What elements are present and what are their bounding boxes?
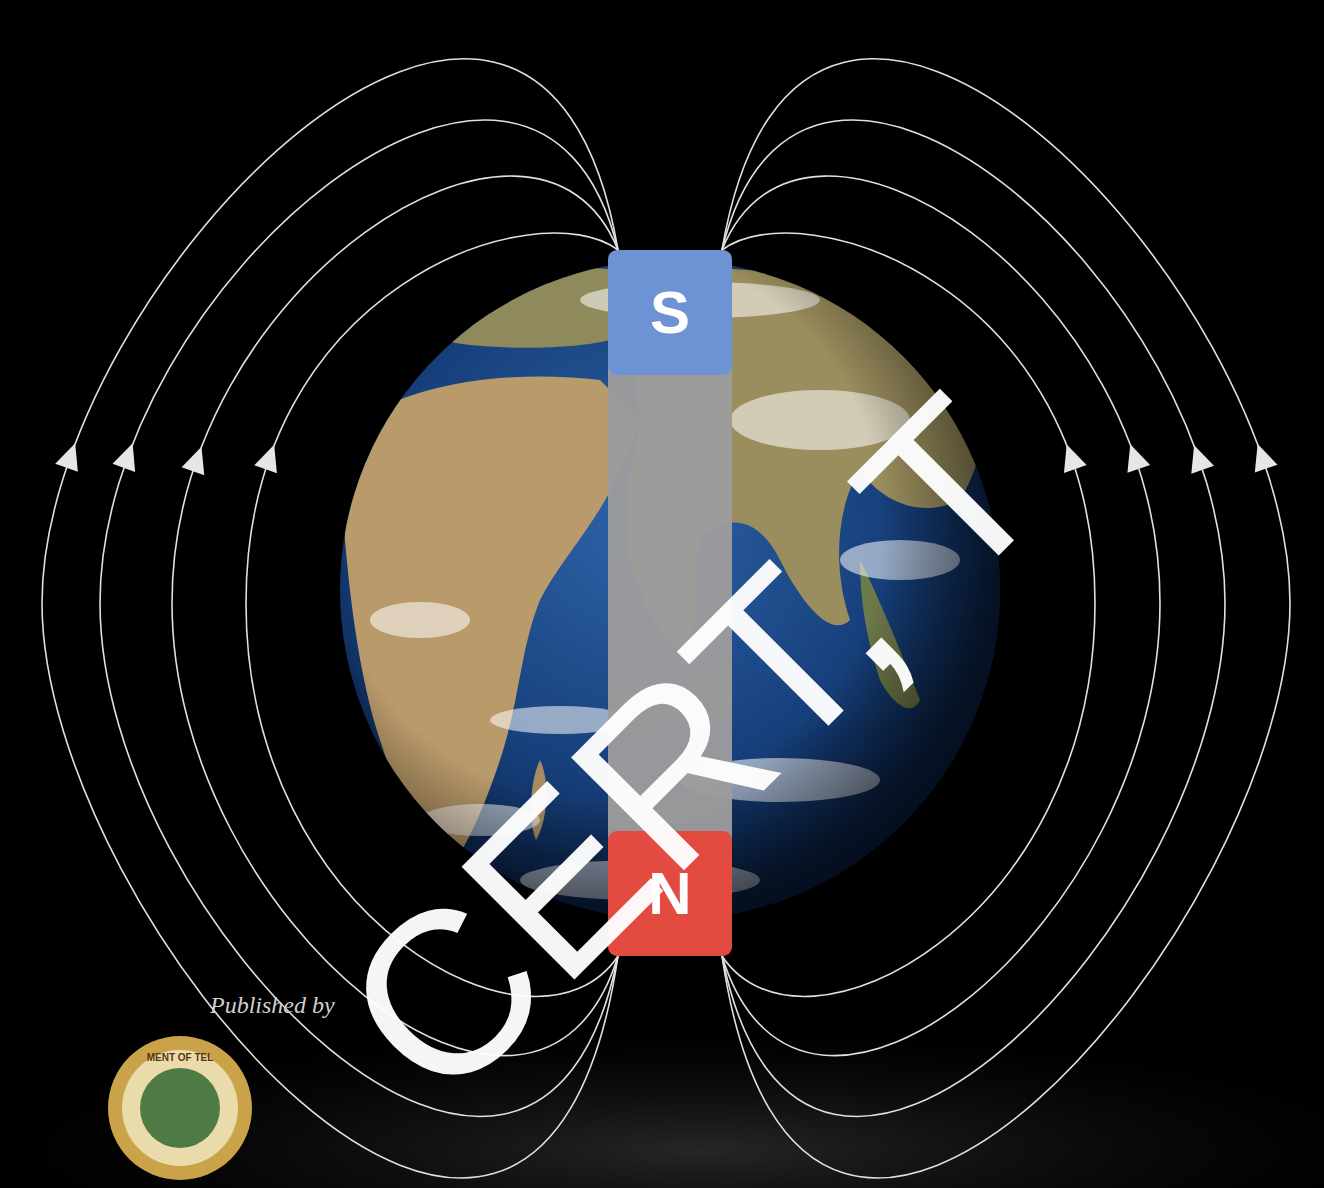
field-arrowhead [1127,444,1150,472]
field-arrowhead [182,447,205,475]
watermark: CERT, T [304,359,1082,1137]
field-arrowhead [55,443,78,472]
publisher-note: Published by [210,992,335,1019]
government-seal [108,1036,252,1180]
pole-letter: S [650,283,690,343]
field-arrowhead [1255,444,1278,472]
south-pole-box: S [608,250,732,375]
field-arrowhead [113,443,136,472]
field-arrowhead [1191,445,1214,473]
field-arrowhead [254,445,277,474]
seal-text: MENT OF TEL [140,1052,220,1063]
field-arrowhead [1064,445,1087,474]
smoke-haze [0,1030,1324,1188]
